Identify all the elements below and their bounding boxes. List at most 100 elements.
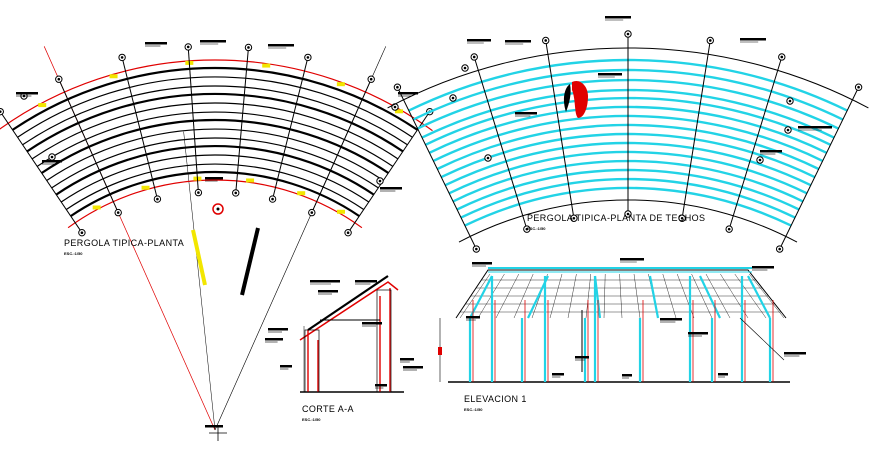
section-marker-center — [216, 207, 220, 211]
grid-node-dot — [472, 55, 476, 59]
grid-node-dot — [758, 158, 762, 162]
section-title: CORTE A-A — [302, 404, 354, 414]
grid-node-dot — [451, 96, 455, 100]
annotation-label — [355, 280, 377, 283]
annotation-label — [552, 373, 564, 376]
annotation-label — [784, 352, 806, 355]
annotation-label — [515, 112, 537, 115]
grid-node-dot — [234, 191, 238, 195]
section-a-a-view — [265, 275, 423, 393]
grid-node-dot — [572, 216, 576, 220]
roof-purlin — [31, 102, 399, 160]
column-block — [297, 191, 306, 196]
roof-beam — [307, 275, 389, 331]
annotation-label — [200, 40, 226, 43]
roof-purlin — [22, 85, 408, 146]
beam-strip — [240, 227, 260, 296]
column-block — [395, 109, 403, 114]
roof-purlin — [65, 163, 365, 210]
annotation-label — [400, 358, 414, 361]
elevation-title: ELEVACION 1 — [464, 394, 527, 404]
grid-node-dot — [463, 66, 467, 70]
roof-purlin — [55, 144, 375, 196]
column-block — [38, 103, 47, 108]
guide-line — [183, 131, 216, 431]
annotation-label — [145, 42, 167, 45]
beam-edge — [0, 59, 433, 132]
grid-node-dot — [378, 179, 382, 183]
rafter — [311, 78, 372, 213]
column-block — [141, 185, 150, 190]
annotation-label — [268, 328, 288, 331]
column-block — [109, 74, 118, 79]
roof-brace — [699, 275, 721, 319]
annotation-label — [362, 322, 382, 325]
pointer-line — [739, 317, 785, 361]
grid-node-dot — [247, 46, 250, 49]
annotation-label — [472, 262, 492, 265]
grid-node-dot — [486, 156, 490, 160]
section-marker — [212, 203, 224, 215]
annotation-label — [718, 373, 728, 376]
grid-node-dot — [80, 231, 84, 234]
rafter — [187, 46, 199, 193]
level-mark — [438, 347, 442, 355]
rafter — [347, 111, 431, 233]
annotation-label — [740, 38, 766, 41]
annotation-label — [760, 150, 782, 153]
annotation-label — [16, 92, 38, 95]
rafter — [779, 87, 860, 250]
grid-node-dot — [778, 247, 781, 251]
beam-strip — [191, 229, 207, 286]
annotation-label — [752, 266, 774, 269]
annotation-label — [280, 365, 292, 368]
grid-node-dot — [708, 39, 712, 42]
roof-purlin — [70, 170, 360, 218]
grid-node-dot — [369, 77, 373, 81]
roof-purlin — [11, 66, 419, 131]
rafter — [272, 57, 309, 200]
annotation-label — [575, 356, 589, 359]
annotation-label — [398, 92, 418, 95]
roof-outline — [455, 269, 787, 319]
grid-node-dot — [120, 56, 124, 59]
figure-black — [563, 84, 571, 112]
annotation-label — [268, 44, 294, 47]
elevation-scale: ESC.:1/50 — [464, 407, 483, 412]
roof-brace — [648, 275, 660, 319]
annotation-label — [318, 290, 338, 293]
rafter — [121, 57, 158, 200]
roof-purlin — [41, 118, 389, 174]
annotation-label — [466, 316, 480, 319]
roof-purlin — [46, 128, 384, 181]
annotation-label — [467, 39, 491, 42]
rafter — [545, 40, 575, 219]
annotation-label — [310, 280, 340, 283]
annotation-label — [403, 366, 423, 369]
grid-node-dot — [186, 45, 190, 49]
grid-node-dot — [786, 128, 790, 132]
rafter — [396, 87, 477, 250]
beam-edge — [67, 179, 363, 229]
grid-node-dot — [116, 211, 120, 214]
grid-node-dot — [680, 216, 684, 220]
column-block — [246, 178, 255, 183]
grid-node-dot — [0, 110, 2, 113]
grid-node-dot — [271, 197, 274, 201]
roof-plan-scale: ESC.:1/50 — [527, 226, 546, 231]
roof-purlin — [36, 111, 394, 167]
roof-slope — [299, 281, 399, 341]
rafter — [473, 56, 528, 230]
grid-node-dot — [57, 77, 61, 81]
annotation-label — [380, 187, 402, 190]
section-scale: ESC.:1/50 — [302, 417, 321, 422]
plan-title: PERGOLA TIPICA-PLANTA — [64, 238, 185, 248]
annotation-label — [598, 73, 622, 76]
grid-node-dot — [306, 56, 310, 59]
plan-scale: ESC.:1/50 — [64, 251, 83, 256]
annotation-label — [660, 318, 682, 321]
annotation-label — [42, 160, 62, 163]
grid-node-dot — [475, 247, 478, 251]
annotation-label — [205, 425, 223, 428]
